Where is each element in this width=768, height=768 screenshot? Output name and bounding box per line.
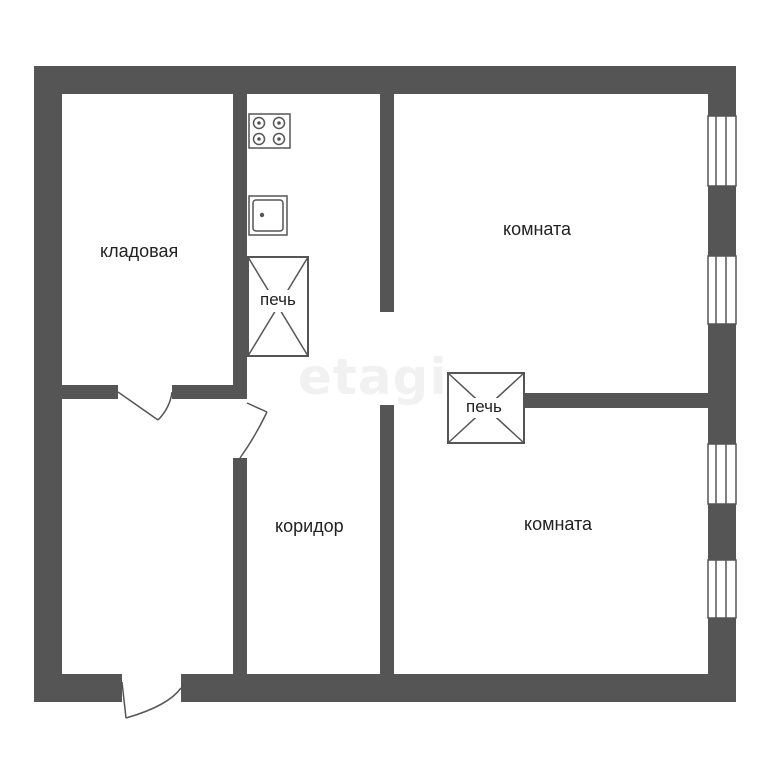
wall-pantry-bottom-left: [62, 385, 118, 399]
outer-wall-bottom-right: [181, 674, 736, 702]
cooktop-icon: [248, 113, 291, 149]
wall-rooms-divider: [524, 393, 708, 408]
wall-pantry-bottom-right: [172, 385, 247, 399]
window-3: [707, 443, 737, 505]
wall-corridor-left: [233, 458, 247, 674]
door-pantry: [117, 391, 173, 421]
wall-kitchen-partition: [380, 94, 394, 312]
outer-wall-bottom-left: [34, 674, 122, 702]
outer-wall-left: [34, 66, 62, 702]
window-4: [707, 559, 737, 619]
wall-pantry-right: [233, 94, 247, 386]
door-entrance: [121, 681, 182, 719]
room-label-room-top: комната: [503, 219, 572, 239]
window-2: [707, 255, 737, 325]
stove-center: [447, 372, 525, 444]
sink-icon: [248, 195, 288, 236]
wall-corridor-right: [380, 405, 394, 674]
stove-kitchen: [247, 256, 309, 357]
room-label-corridor: коридор: [275, 516, 344, 536]
stove-label-center: печь: [466, 397, 502, 416]
outer-wall-top: [34, 66, 736, 94]
room-label-pantry: кладовая: [100, 241, 179, 261]
window-1: [707, 115, 737, 187]
door-corridor: [239, 402, 268, 459]
room-label-room-bottom: комната: [524, 514, 593, 534]
stove-label-kitchen: печь: [260, 290, 296, 309]
